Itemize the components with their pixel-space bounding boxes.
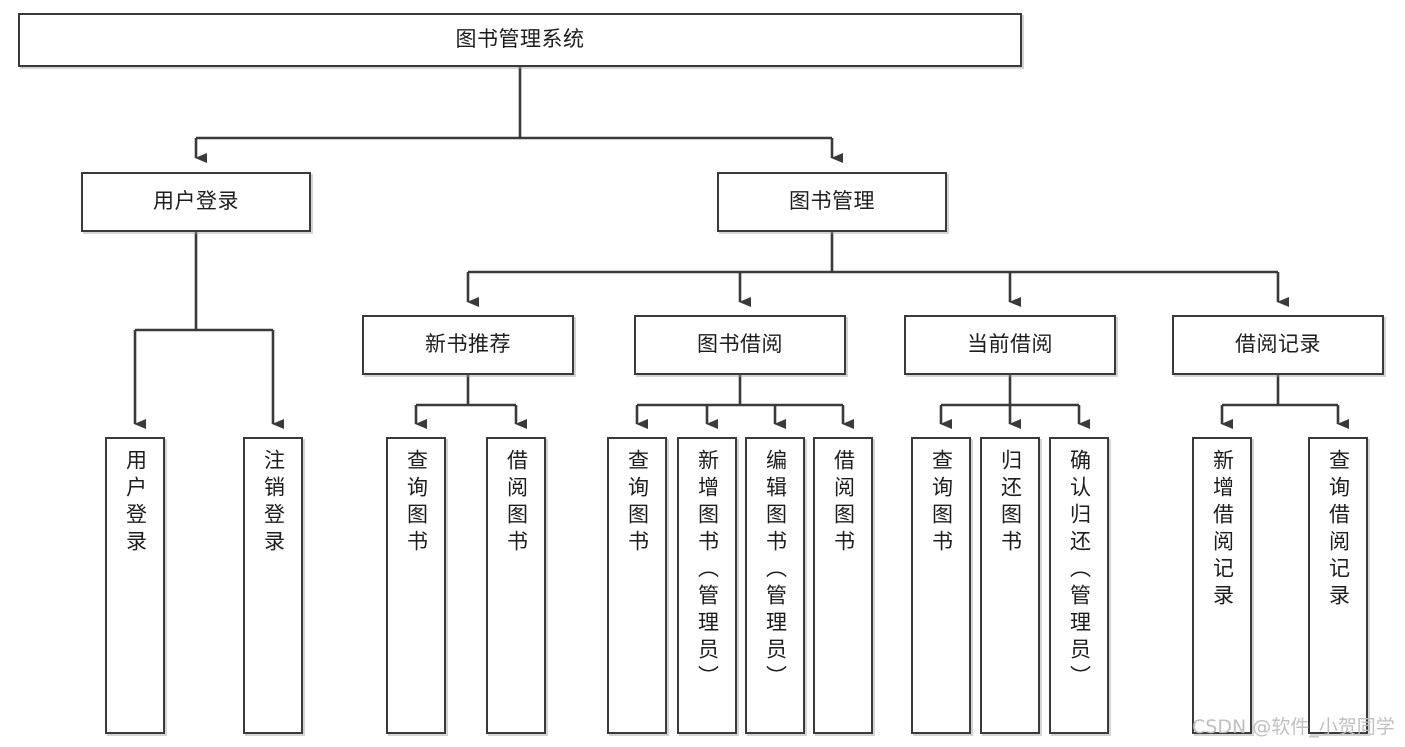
node-label: 查询图书 [404, 449, 429, 557]
leaf-add-book-admin[interactable]: 新增图书（管理员） [677, 437, 737, 734]
leaf-query-book-recommend[interactable]: 查询图书 [386, 437, 446, 734]
node-label: 查询图书 [929, 449, 954, 557]
node-label: 归还图书 [998, 449, 1023, 557]
leaf-query-borrow-record[interactable]: 查询借阅记录 [1308, 437, 1368, 734]
node-current-borrow[interactable]: 当前借阅 [904, 315, 1116, 375]
node-book-borrow[interactable]: 图书借阅 [634, 315, 846, 375]
node-label: 用户登录 [153, 189, 239, 214]
leaf-query-book-borrow[interactable]: 查询图书 [607, 437, 667, 734]
node-label: 借阅图书 [831, 449, 856, 557]
node-label: 编辑图书（管理员） [763, 449, 788, 692]
leaf-return-book[interactable]: 归还图书 [980, 437, 1040, 734]
node-root-book-management-system[interactable]: 图书管理系统 [18, 13, 1022, 67]
node-label: 用户登录 [123, 449, 148, 557]
leaf-add-borrow-record[interactable]: 新增借阅记录 [1192, 437, 1252, 734]
node-label: 新增图书（管理员） [695, 449, 720, 692]
node-label: 新增借阅记录 [1210, 449, 1235, 611]
node-book-management[interactable]: 图书管理 [717, 172, 947, 232]
leaf-user-login[interactable]: 用户登录 [105, 437, 165, 734]
node-new-book-recommend[interactable]: 新书推荐 [362, 315, 574, 375]
leaf-borrow-book-recommend[interactable]: 借阅图书 [486, 437, 546, 734]
node-label: 查询图书 [625, 449, 650, 557]
node-user-login[interactable]: 用户登录 [81, 172, 311, 232]
csdn-watermark: CSDN @软件_小贺同学 [1192, 716, 1395, 738]
leaf-logout[interactable]: 注销登录 [243, 437, 303, 734]
leaf-query-book-current[interactable]: 查询图书 [911, 437, 971, 734]
node-label: 借阅图书 [504, 449, 529, 557]
leaf-confirm-return-admin[interactable]: 确认归还（管理员） [1049, 437, 1109, 734]
node-label: 确认归还（管理员） [1067, 449, 1092, 692]
node-label: 注销登录 [261, 449, 286, 557]
node-label: 查询借阅记录 [1326, 449, 1351, 611]
node-label: 借阅记录 [1235, 332, 1321, 357]
node-label: 图书借阅 [697, 332, 783, 357]
leaf-edit-book-admin[interactable]: 编辑图书（管理员） [745, 437, 805, 734]
node-label: 新书推荐 [425, 332, 511, 357]
node-label: 图书管理 [789, 189, 875, 214]
node-label: 当前借阅 [967, 332, 1053, 357]
node-label: 图书管理系统 [455, 27, 585, 52]
leaf-borrow-book[interactable]: 借阅图书 [813, 437, 873, 734]
node-borrow-records[interactable]: 借阅记录 [1172, 315, 1384, 375]
